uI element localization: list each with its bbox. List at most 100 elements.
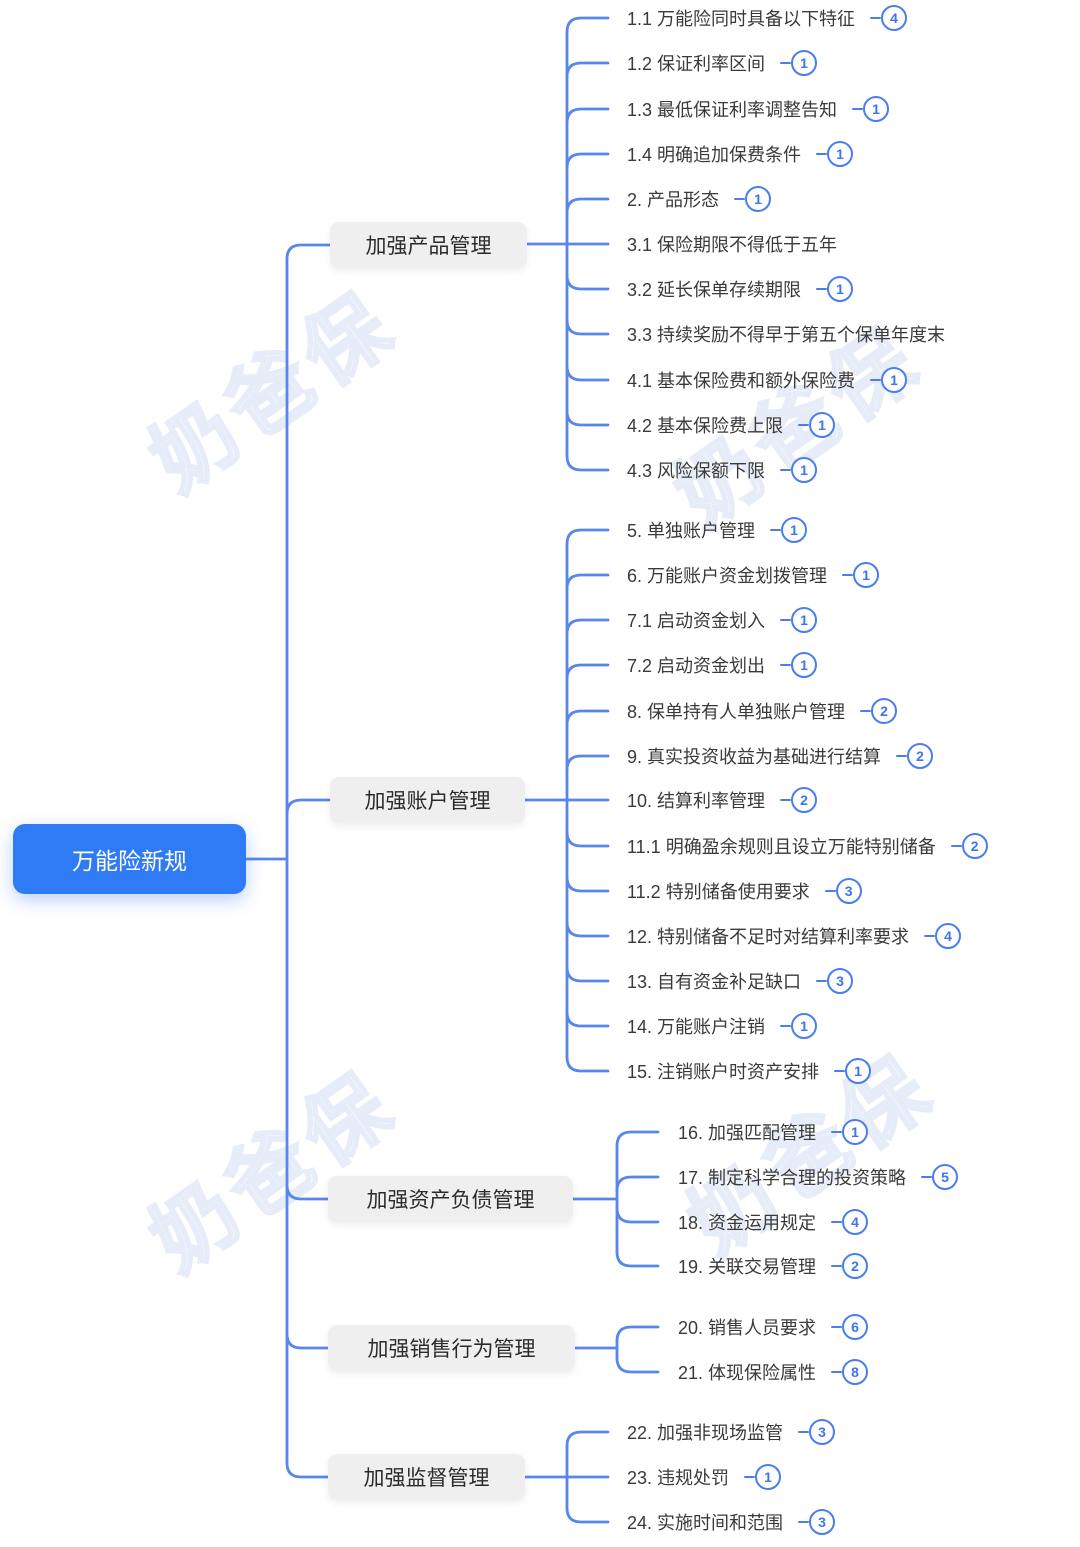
topic-label: 20. 销售人员要求 (678, 1318, 817, 1338)
topic-node[interactable]: 6. 万能账户资金划拨管理 1 (627, 561, 880, 589)
count-badge[interactable]: 8 (831, 1359, 869, 1385)
badge-count: 1 (845, 1058, 872, 1084)
count-badge[interactable]: 1 (734, 186, 772, 212)
topic-node[interactable]: 22. 加强非现场监管 3 (627, 1418, 836, 1446)
badge-dash-icon (780, 61, 792, 65)
count-badge[interactable]: 2 (860, 698, 898, 724)
branch-node-asset[interactable]: 加强资产负债管理 (328, 1176, 573, 1222)
count-badge[interactable]: 3 (798, 1419, 836, 1445)
topic-label: 16. 加强匹配管理 (678, 1123, 817, 1143)
topic-node[interactable]: 14. 万能账户注销 1 (627, 1012, 818, 1040)
connector-path (565, 573, 610, 591)
count-badge[interactable]: 4 (831, 1209, 869, 1235)
topic-node[interactable]: 3.3 持续奖励不得早于第五个保单年度末 (627, 320, 945, 348)
topic-label: 15. 注销账户时资产安排 (627, 1062, 820, 1082)
topic-node[interactable]: 4.3 风险保额下限 1 (627, 456, 818, 484)
count-badge[interactable]: 1 (842, 562, 880, 588)
count-badge[interactable]: 1 (744, 1464, 782, 1490)
topic-node[interactable]: 18. 资金运用规定 4 (678, 1208, 869, 1236)
count-badge[interactable]: 1 (816, 276, 854, 302)
connector-path (285, 1332, 330, 1350)
branch-node-account[interactable]: 加强账户管理 (330, 777, 525, 823)
count-badge[interactable]: 1 (831, 1119, 869, 1145)
topic-node[interactable]: 10. 结算利率管理 2 (627, 786, 818, 814)
count-badge[interactable]: 3 (816, 968, 854, 994)
topic-node[interactable]: 1.2 保证利率区间 1 (627, 49, 818, 77)
topic-label: 8. 保单持有人单独账户管理 (627, 702, 846, 722)
topic-node[interactable]: 5. 单独账户管理 1 (627, 516, 808, 544)
count-badge[interactable]: 1 (770, 517, 808, 543)
count-badge[interactable]: 5 (921, 1164, 959, 1190)
branch-node-product[interactable]: 加强产品管理 (330, 222, 527, 268)
connector-path (615, 1356, 660, 1374)
connector-path (565, 61, 610, 79)
topic-node[interactable]: 11.1 明确盈余规则且设立万能特别储备 2 (627, 832, 988, 860)
topic-node[interactable]: 1.4 明确追加保费条件 1 (627, 140, 854, 168)
topic-node[interactable]: 1.1 万能险同时具备以下特征 4 (627, 4, 908, 32)
topic-node[interactable]: 19. 关联交易管理 2 (678, 1252, 869, 1280)
topic-node[interactable]: 13. 自有资金补足缺口 3 (627, 967, 854, 995)
topic-label: 24. 实施时间和范围 (627, 1513, 784, 1533)
count-badge[interactable]: 1 (870, 367, 908, 393)
topic-node[interactable]: 23. 违规处罚 1 (627, 1463, 782, 1491)
count-badge[interactable]: 3 (798, 1509, 836, 1535)
topic-node[interactable]: 20. 销售人员要求 6 (678, 1313, 869, 1341)
topic-label: 18. 资金运用规定 (678, 1213, 817, 1233)
branch-node-sales[interactable]: 加强销售行为管理 (328, 1325, 575, 1371)
topic-node[interactable]: 7.1 启动资金划入 1 (627, 606, 818, 634)
count-badge[interactable]: 1 (798, 412, 836, 438)
count-badge[interactable]: 6 (831, 1314, 869, 1340)
badge-dash-icon (924, 934, 936, 938)
connector-path (565, 920, 610, 938)
count-badge[interactable]: 2 (780, 787, 818, 813)
count-badge[interactable]: 2 (831, 1253, 869, 1279)
badge-count: 1 (827, 141, 854, 167)
badge-count: 2 (961, 833, 988, 859)
badge-count: 1 (791, 457, 818, 483)
branch-node-supervise[interactable]: 加强监督管理 (328, 1454, 525, 1500)
topic-node[interactable]: 3.1 保险期限不得低于五年 (627, 230, 837, 258)
count-badge[interactable]: 1 (780, 457, 818, 483)
topic-label: 4.1 基本保险费和额外保险费 (627, 371, 856, 391)
count-badge[interactable]: 1 (780, 1013, 818, 1039)
badge-dash-icon (734, 197, 746, 201)
topic-node[interactable]: 11.2 特别储备使用要求 3 (627, 877, 862, 905)
count-badge[interactable]: 1 (834, 1058, 872, 1084)
topic-node[interactable]: 4.2 基本保险费上限 1 (627, 411, 836, 439)
topic-node[interactable]: 21. 体现保险属性 8 (678, 1358, 869, 1386)
topic-node[interactable]: 2. 产品形态 1 (627, 185, 772, 213)
topic-node[interactable]: 16. 加强匹配管理 1 (678, 1118, 869, 1146)
topic-node[interactable]: 7.2 启动资金划出 1 (627, 651, 818, 679)
connector-path (285, 1461, 330, 1479)
topic-node[interactable]: 12. 特别储备不足时对结算利率要求 4 (627, 922, 962, 950)
badge-dash-icon (770, 528, 782, 532)
count-badge[interactable]: 4 (924, 923, 962, 949)
connector-path (285, 1183, 330, 1201)
count-badge[interactable]: 1 (852, 96, 890, 122)
connector-path (565, 875, 610, 893)
badge-dash-icon (798, 423, 810, 427)
topic-label: 12. 特别储备不足时对结算利率要求 (627, 927, 910, 947)
connector-path (615, 1325, 660, 1343)
topic-node[interactable]: 4.1 基本保险费和额外保险费 1 (627, 366, 908, 394)
count-badge[interactable]: 1 (780, 50, 818, 76)
count-badge[interactable]: 2 (896, 743, 934, 769)
count-badge[interactable]: 3 (824, 878, 862, 904)
topic-label: 19. 关联交易管理 (678, 1257, 817, 1277)
badge-dash-icon (870, 16, 882, 20)
count-badge[interactable]: 1 (816, 141, 854, 167)
count-badge[interactable]: 1 (780, 607, 818, 633)
topic-node[interactable]: 8. 保单持有人单独账户管理 2 (627, 697, 898, 725)
root-node[interactable]: 万能险新规 (13, 824, 246, 894)
topic-node[interactable]: 1.3 最低保证利率调整告知 1 (627, 95, 890, 123)
topic-node[interactable]: 9. 真实投资收益为基础进行结算 2 (627, 742, 934, 770)
topic-node[interactable]: 15. 注销账户时资产安排 1 (627, 1057, 872, 1085)
count-badge[interactable]: 1 (780, 652, 818, 678)
topic-node[interactable]: 3.2 延长保单存续期限 1 (627, 275, 854, 303)
count-badge[interactable]: 4 (870, 5, 908, 31)
topic-node[interactable]: 17. 制定科学合理的投资策略 5 (678, 1163, 959, 1191)
count-badge[interactable]: 2 (950, 833, 988, 859)
topic-node[interactable]: 24. 实施时间和范围 3 (627, 1508, 836, 1536)
badge-count: 1 (827, 276, 854, 302)
